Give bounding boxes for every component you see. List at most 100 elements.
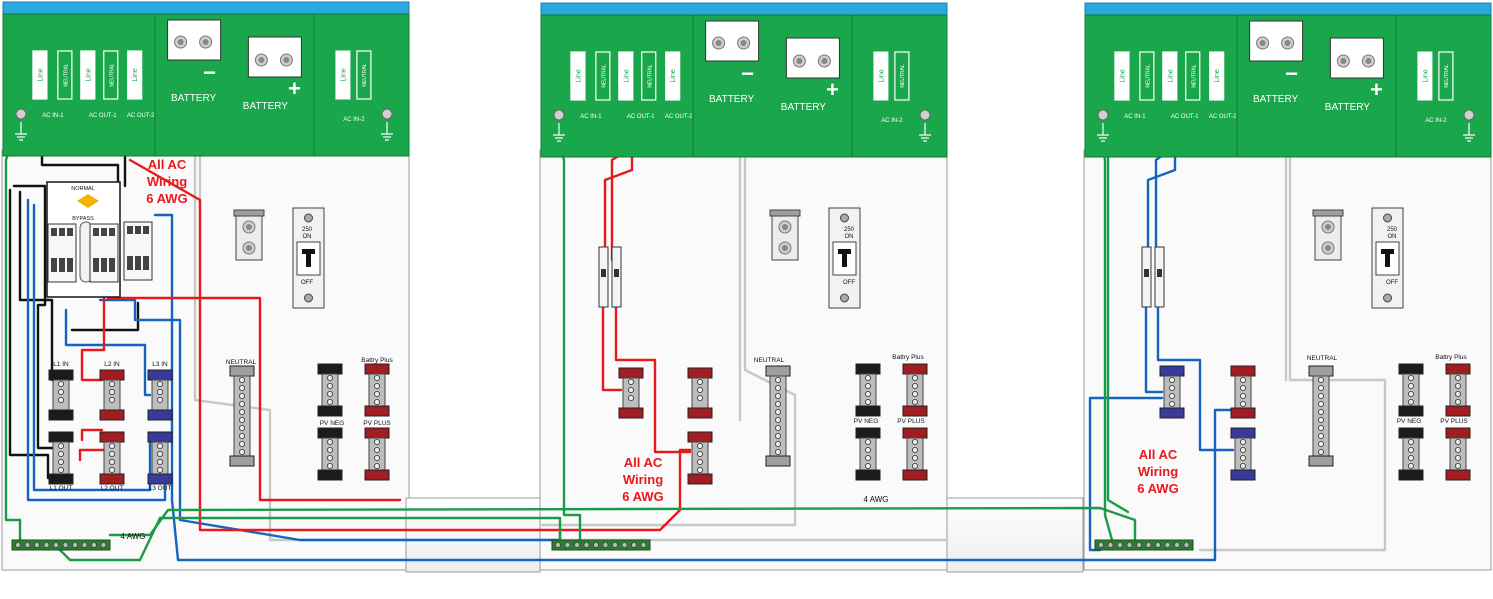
l1-out-label: L1 OUT bbox=[50, 485, 73, 492]
bus-screw-icon bbox=[58, 466, 65, 473]
bus-screw-icon bbox=[109, 466, 116, 473]
bus-screw-icon bbox=[238, 384, 245, 391]
bus-screw-icon bbox=[53, 542, 59, 548]
breaker-handle bbox=[842, 254, 847, 267]
bolt-icon bbox=[817, 54, 831, 68]
neutral-terminal bbox=[103, 50, 119, 100]
bus-screw-icon bbox=[1318, 408, 1325, 415]
ground-symbol-icon bbox=[381, 122, 393, 141]
inverter-top-strip bbox=[2, 1, 410, 15]
ac-in-1-label: AC IN-1 bbox=[580, 114, 602, 120]
contactor-1 bbox=[47, 223, 77, 283]
breaker-handle bbox=[306, 254, 311, 267]
red-wire-9 bbox=[614, 303, 692, 454]
battery-plus-sign: + bbox=[1370, 77, 1383, 102]
bus-screw-icon bbox=[238, 416, 245, 423]
bus-screw-icon bbox=[109, 396, 116, 403]
bus-screw-icon bbox=[697, 378, 704, 385]
terminal-label: NEUTRAL bbox=[647, 64, 653, 88]
bus-screw-icon bbox=[15, 542, 21, 548]
bus-screw-icon bbox=[564, 542, 571, 548]
neutral-terminal bbox=[1139, 51, 1155, 101]
bus-screw-icon bbox=[1455, 438, 1462, 445]
l1-in-label: L1 IN bbox=[53, 361, 69, 368]
bus-screw-icon bbox=[1318, 400, 1325, 407]
bus-screw-icon bbox=[1174, 542, 1180, 548]
wiring-note-2-line3: 6 AWG bbox=[622, 489, 663, 504]
bus-screw-icon bbox=[109, 380, 116, 387]
bus-screw-icon bbox=[775, 408, 782, 415]
bus-screw-icon bbox=[574, 542, 580, 548]
bus-screw-icon bbox=[912, 446, 919, 453]
neutral-bus-bar-1 bbox=[229, 365, 255, 467]
bus-screw-icon bbox=[612, 542, 618, 548]
ac-out-1-label: AC OUT-1 bbox=[1171, 114, 1199, 120]
terminal-label: Line bbox=[623, 69, 630, 82]
screw-icon bbox=[304, 293, 313, 303]
battery-plus-label-3: Battry Plus bbox=[1435, 354, 1467, 361]
blue-wire-2 bbox=[32, 203, 152, 492]
bus-screw-icon bbox=[1318, 384, 1325, 391]
neutral-bar-label-1: NEUTRAL bbox=[226, 359, 257, 366]
bus-screw-icon bbox=[62, 542, 69, 548]
line-terminal bbox=[1209, 51, 1225, 101]
bolt-icon bbox=[254, 53, 268, 67]
breaker-handle bbox=[1385, 254, 1390, 267]
bus-screw-icon bbox=[583, 542, 590, 548]
terminal-label: Line bbox=[1214, 69, 1221, 82]
bus-screw-icon bbox=[775, 424, 782, 431]
bus-screw-icon bbox=[1455, 446, 1462, 453]
terminal-label: Line bbox=[575, 69, 582, 82]
wiring-note-2-line2: Wiring bbox=[623, 472, 663, 487]
neutral-bar-label-2: NEUTRAL bbox=[754, 357, 785, 364]
ground-symbol-icon bbox=[1097, 123, 1109, 142]
bus-screw-icon bbox=[1107, 542, 1114, 548]
line-terminal bbox=[32, 50, 48, 100]
terminal-label: NEUTRAL bbox=[1444, 64, 1450, 88]
bus-screw-icon bbox=[1145, 542, 1152, 548]
ground-wire-3 bbox=[108, 506, 1137, 542]
blue-wire-3 bbox=[153, 213, 1240, 562]
battery-plus-bus-bar-1 bbox=[364, 363, 390, 417]
bus-screw-icon bbox=[326, 446, 333, 453]
inverter-top-strip bbox=[1084, 2, 1492, 16]
bus-screw-icon bbox=[34, 542, 40, 548]
line-terminal bbox=[1114, 51, 1130, 101]
bus-screw-icon bbox=[81, 542, 88, 548]
bus-screw-icon bbox=[156, 458, 163, 465]
inverter-top-strip bbox=[540, 2, 948, 16]
bolt-icon bbox=[712, 36, 726, 50]
bus-screw-icon bbox=[326, 374, 333, 381]
bus-screw-icon bbox=[775, 384, 782, 391]
bus-screw-icon bbox=[373, 390, 380, 397]
bus-screw-icon bbox=[238, 392, 245, 399]
breaker-rating-2: 250 bbox=[844, 227, 855, 233]
bolt-icon bbox=[242, 241, 256, 255]
bus-screw-icon bbox=[1455, 382, 1462, 389]
bus-screw-icon bbox=[865, 374, 872, 381]
ground-bus-bar-3 bbox=[1094, 539, 1194, 551]
pv-plus-label-3: PV PLUS bbox=[1440, 418, 1468, 425]
bus-screw-icon bbox=[100, 542, 107, 548]
bus-screw-icon bbox=[912, 382, 919, 389]
bus-screw-icon bbox=[1408, 446, 1415, 453]
ac-out-2-label: AC OUT-2 bbox=[665, 114, 693, 120]
bus-screw-icon bbox=[373, 446, 380, 453]
bus-screw-icon bbox=[373, 382, 380, 389]
bus-screw-icon bbox=[697, 394, 704, 401]
bus-screw-icon bbox=[1318, 376, 1325, 383]
bolt-icon bbox=[279, 53, 293, 67]
transfer-bypass-label: BYPASS bbox=[72, 216, 94, 222]
ground-screw-icon bbox=[919, 109, 931, 121]
battery-neg-bus-bar-2 bbox=[855, 363, 881, 417]
bus-screw-icon bbox=[373, 374, 380, 381]
breaker-off-3: OFF bbox=[1386, 280, 1398, 286]
line-terminal bbox=[618, 51, 634, 101]
bus-screw-icon bbox=[373, 462, 380, 469]
bolt-icon bbox=[1256, 36, 1270, 50]
bus-screw-icon bbox=[775, 376, 782, 383]
battery-minus-sign: − bbox=[1285, 61, 1298, 86]
battery-label-negative: BATTERY bbox=[709, 94, 755, 105]
